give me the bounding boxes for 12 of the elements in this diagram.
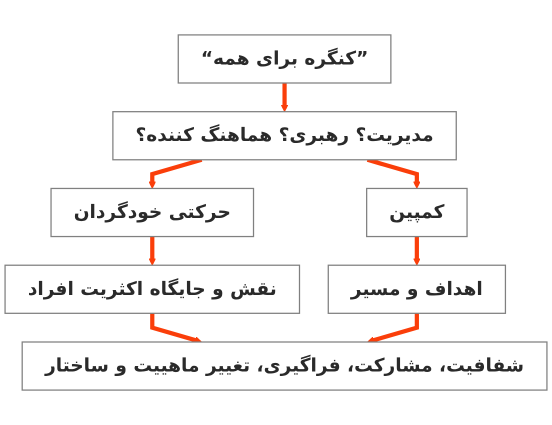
arrow [148,236,156,266]
node-box: کمپین [366,188,468,238]
node-box: مدیریت؟ رهبری؟ هماهنگ کننده؟ [112,111,457,160]
arrow [367,313,419,344]
node-box: ”کنگره برای همه“ [178,34,392,84]
arrow [413,236,421,266]
node-box: حرکتی خودگردان [50,188,254,238]
node-box: شفافیت، مشارکت، فراگیری، تغییر ماهییت و ساختار [22,341,548,391]
arrow [280,83,288,112]
node-box: اهداف و مسیر [328,264,506,314]
arrow [150,313,202,344]
node-box: نقش و جایگاه اکثریت افراد [4,264,300,314]
